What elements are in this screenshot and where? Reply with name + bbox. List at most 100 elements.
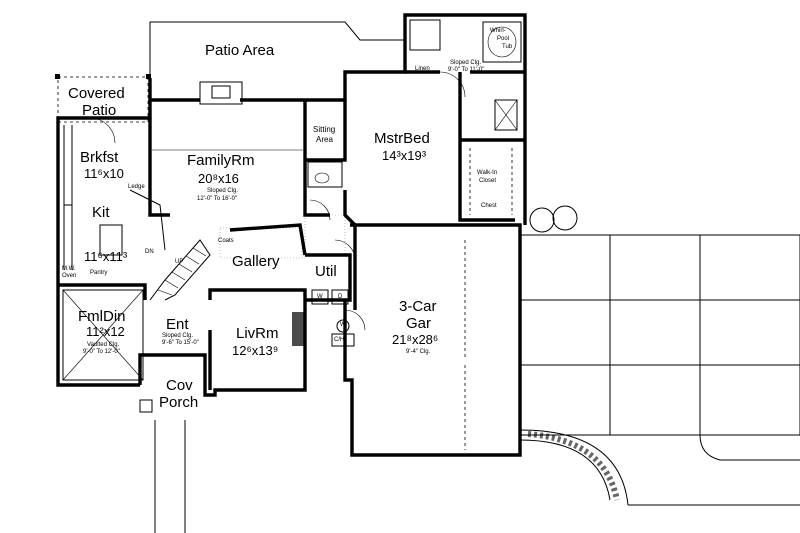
ent-label: Ent <box>166 316 189 333</box>
patio-post <box>55 74 60 79</box>
dn-label: DN <box>145 249 154 255</box>
washer <box>311 289 329 305</box>
washer-label: W <box>317 294 323 300</box>
fmldin-note1: Vaulted Clg. <box>87 342 120 348</box>
garage-label-1: 3-Car <box>399 298 437 315</box>
garage-note: 9'-4" Clg. <box>406 349 431 355</box>
kitchen-counter <box>63 125 73 270</box>
powder-toilet <box>314 172 330 184</box>
interior-wall-dining <box>58 283 147 300</box>
dryer-label: D <box>338 294 343 300</box>
gallery-label: Gallery <box>232 253 280 270</box>
porch-column <box>139 399 153 413</box>
driveway-paving <box>519 234 800 436</box>
livrm-label: LivRm <box>236 325 279 342</box>
shrub <box>552 205 578 231</box>
fmldin-dims: 11²x12 <box>86 324 125 339</box>
fireplace <box>199 81 243 105</box>
patio-post <box>146 74 151 79</box>
livrm-dims: 12⁶x13⁹ <box>232 343 279 358</box>
kitchen-island <box>99 224 123 256</box>
tub-label-2: Pool <box>497 36 510 42</box>
kitchen-ledge <box>129 189 166 251</box>
mstrbed-dims: 14³x19³ <box>382 148 427 163</box>
planter-shrubs <box>527 431 620 501</box>
door-swing <box>439 71 466 98</box>
walkin-label-2: Closet <box>479 178 497 184</box>
kit-dims: 11⁶x11³ <box>84 249 128 264</box>
coats-label: Coats <box>218 238 234 244</box>
planter-curve-outer <box>519 429 629 506</box>
brkfst-label: Brkfst <box>80 149 119 166</box>
powder-room <box>307 161 343 188</box>
up-label: UP <box>175 259 184 265</box>
bath-note1: Sloped Clg. <box>450 60 482 66</box>
familyrm-note2: 12'-0" To 16'-0" <box>197 196 238 202</box>
garage-label-2: Gar <box>406 315 432 332</box>
ent-note1: Sloped Clg. <box>162 333 194 339</box>
walkin-label-1: Walk-In <box>477 170 498 176</box>
door-swing <box>344 309 366 331</box>
familyrm-label: FamilyRm <box>187 152 255 169</box>
ledge-label: Ledge <box>128 184 145 190</box>
bath-note2: 9'-0" To 11'-0" <box>448 67 485 73</box>
door-swing <box>334 239 356 261</box>
shower-x <box>494 99 518 131</box>
tub-label-3: Tub <box>502 44 513 50</box>
water-heater-label: W <box>340 322 346 328</box>
dryer <box>331 289 349 305</box>
ch-unit <box>331 333 355 347</box>
brkfst-dims: 11⁶x10 <box>84 166 124 181</box>
cov-porch-label-1: Cov <box>166 377 193 394</box>
mw-label-1: M.W. <box>62 266 76 272</box>
water-heater <box>336 319 350 333</box>
dining-vault-lines <box>62 289 144 381</box>
cov-porch-label-2: Porch <box>159 394 199 411</box>
toilet-area <box>409 19 441 51</box>
gallery-tile-pattern <box>219 214 346 259</box>
fmldin-label: FmlDin <box>78 308 126 325</box>
interior-wall-gallery <box>229 223 307 256</box>
staircase <box>149 239 211 301</box>
patio-area-label: Patio Area <box>205 42 275 59</box>
tub-basin <box>487 26 517 58</box>
interior-wall-livrm <box>208 288 307 390</box>
door-swing <box>89 117 116 144</box>
linen-label: Linen <box>415 66 430 72</box>
mw-label-2: Oven <box>62 273 77 279</box>
pantry-label: Pantry <box>90 270 108 276</box>
garage-dims: 21⁸x28⁶ <box>392 332 439 347</box>
exterior-wall-front <box>138 345 307 397</box>
sitting-label-2: Area <box>316 135 333 144</box>
tub-label-1: Whirl- <box>490 28 506 34</box>
fmldin-note2: 9'-0" To 12'-0" <box>83 349 120 355</box>
interior-wall-bath <box>405 70 525 222</box>
whirlpool-tub <box>482 21 522 63</box>
covered-patio-label-2: Patio <box>82 102 117 119</box>
shrub <box>529 207 555 233</box>
patio-area-outline <box>149 15 406 77</box>
util-label: Util <box>315 263 337 280</box>
chest-label: Chest <box>481 203 497 209</box>
shower <box>494 99 518 131</box>
covered-patio-outline <box>57 76 149 123</box>
front-walk <box>154 420 186 533</box>
fireplace-firebox <box>211 85 231 99</box>
covered-patio-label-1: Covered <box>68 85 125 102</box>
mstrbed-label: MstrBed <box>374 130 430 147</box>
sitting-label-1: Sitting <box>313 125 336 134</box>
interior-wall-family-master <box>303 100 330 217</box>
door-swing <box>309 199 331 221</box>
ch-label: C/H <box>334 337 345 343</box>
ent-note2: 9'-6" To 15'-0" <box>162 340 199 346</box>
interior-wall-kitchen-family <box>148 118 170 217</box>
garage-wall <box>343 223 522 457</box>
planter-curve-inner <box>519 439 611 501</box>
garage-steps <box>292 312 304 346</box>
kit-label: Kit <box>92 204 110 221</box>
drive-return <box>699 434 800 461</box>
exterior-wall-kitchen <box>56 100 152 387</box>
familyrm-dims: 20⁸x16 <box>198 171 239 186</box>
